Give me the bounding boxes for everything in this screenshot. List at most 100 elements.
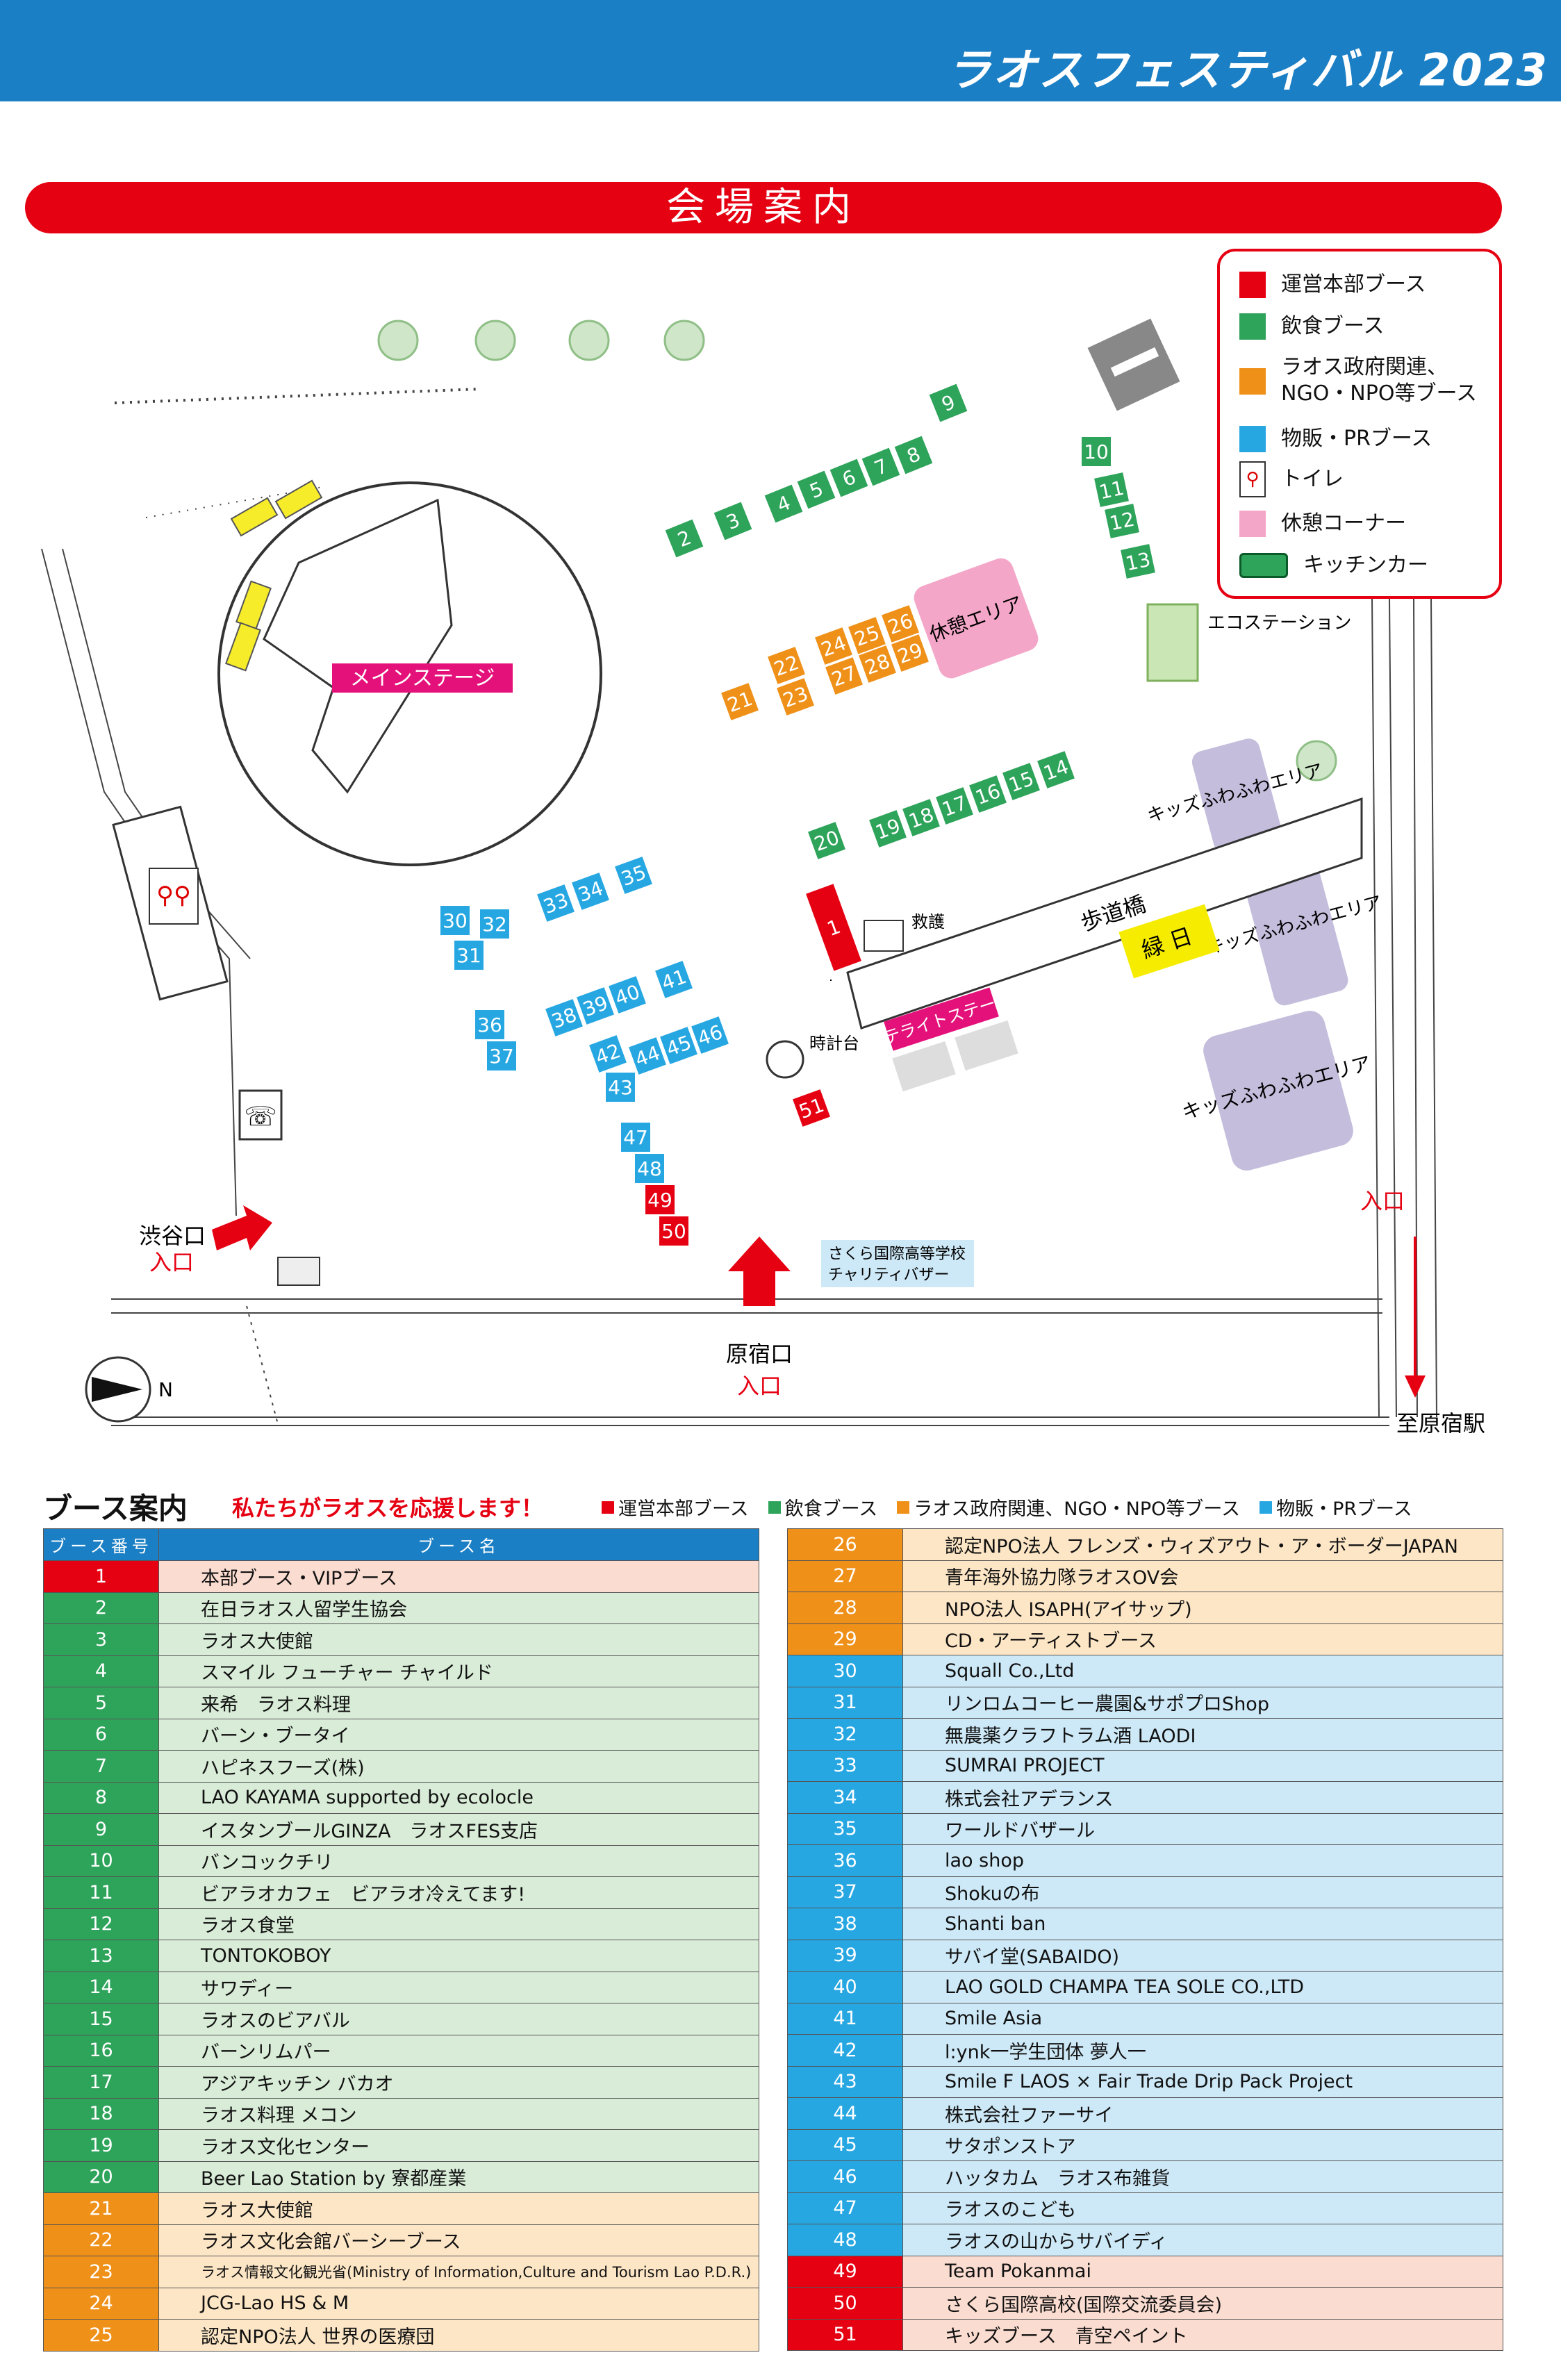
map-booth: 4 — [763, 483, 804, 524]
harajuku-gate-label: 原宿口 — [726, 1341, 793, 1367]
map-booth: 31 — [453, 939, 485, 971]
support-message: 私たちがラオスを応援します！ — [232, 1495, 544, 1521]
school-bazaar-label-1: さくら国際高等学校 — [828, 1246, 966, 1263]
map-booth: 8 — [893, 434, 934, 476]
trees — [377, 320, 1337, 782]
rest-area — [914, 558, 1039, 679]
map-booth: 14 — [1035, 749, 1077, 791]
shibuya-entrance-arrow — [212, 1205, 272, 1250]
legend-item-kitchen-car: キッチンカー — [1239, 552, 1428, 579]
booth-number: 3 — [43, 1623, 159, 1656]
booth-name: Smile F LAOS × Fair Trade Drip Pack Proj… — [902, 2065, 1503, 2098]
legend-item-sales: 物販・PRブース — [1239, 425, 1432, 453]
booth-name: 認定NPO法人 フレンズ・ウィズアウト・ア・ボーダーJAPAN — [902, 1528, 1503, 1561]
map-booth-number: 12 — [1107, 508, 1137, 536]
school-bazaar — [821, 1240, 974, 1287]
booth-name: バンコックチリ — [158, 1844, 759, 1877]
booth-name: イスタンブールGINZA ラオスFES支店 — [158, 1813, 759, 1846]
map-booth: 7 — [860, 446, 902, 488]
map-booth-number: 49 — [647, 1189, 672, 1212]
booth-number: 47 — [787, 2192, 903, 2224]
map-booth: 3 — [712, 500, 754, 542]
booth-name: ラオス食堂 — [158, 1908, 759, 1940]
booth-number: 42 — [787, 2034, 903, 2067]
booth-name: l:ynk一学生団体 夢人一 — [902, 2034, 1503, 2067]
booth-number: 31 — [787, 1686, 903, 1719]
booth-number: 8 — [43, 1781, 159, 1814]
booth-number: 7 — [43, 1750, 159, 1783]
booth-name: 青年海外協力隊ラオスOV会 — [902, 1560, 1503, 1592]
booth-number: 36 — [787, 1844, 903, 1877]
map-booth-number: 31 — [456, 944, 481, 967]
booth-name: 株式会社ファーサイ — [902, 2097, 1503, 2130]
map-booth: 49 — [644, 1184, 676, 1216]
map-booth: 9 — [927, 382, 969, 424]
station-label: 至原宿駅 — [1396, 1410, 1485, 1437]
booth-number: 1 — [43, 1560, 159, 1593]
booth-name: 本部ブース・VIPブース — [158, 1560, 759, 1593]
map-booth-number: 50 — [661, 1220, 686, 1243]
east-entrance-label: 入口 — [1360, 1188, 1405, 1214]
booth-number: 46 — [787, 2160, 903, 2193]
booth-number: 4 — [43, 1655, 159, 1687]
map-booth: 37 — [486, 1040, 518, 1072]
map-booth: 43 — [604, 1071, 636, 1103]
booth-number: 37 — [787, 1876, 903, 1908]
map-booth-number: 11 — [1097, 477, 1126, 504]
booth-number: 25 — [43, 2319, 159, 2352]
map-booth: 39 — [575, 985, 616, 1027]
harajuku-entrance-label: 入口 — [737, 1373, 782, 1399]
map-booth: 42 — [587, 1033, 629, 1075]
satellite-stage — [884, 987, 999, 1051]
booth-number: 23 — [43, 2256, 159, 2288]
booth-number: 30 — [787, 1655, 903, 1687]
booth-guide-title: ブース案内 — [43, 1491, 188, 1526]
legend-item-toilet: ⚲トイレ — [1239, 461, 1344, 497]
booth-number: 35 — [787, 1812, 903, 1845]
booth-number: 32 — [787, 1718, 903, 1751]
booth-name: 無農薬クラフトラム酒 LAODI — [902, 1718, 1503, 1751]
first-aid-label: 救護 — [911, 912, 945, 932]
booth-name: ハッタカム ラオス布雑貨 — [902, 2160, 1503, 2193]
map-booth: 45 — [658, 1025, 700, 1066]
pedestrian-bridge — [846, 797, 1363, 1030]
booth-name: Team Pokanmai — [902, 2255, 1503, 2288]
booth-name: キッズブース 青空ペイント — [902, 2318, 1503, 2351]
shibuya-entrance-label: 入口 — [149, 1249, 194, 1275]
map-booth: 15 — [1000, 761, 1042, 802]
booth-number: 19 — [43, 2129, 159, 2162]
venue-map: メインステージ 休憩エリア エコステーション キッズふわふわエリア キッズふわふ… — [41, 318, 1485, 1437]
booth-name: スマイル フューチャー チャイルド — [158, 1655, 759, 1687]
telephone-icon — [238, 1089, 283, 1141]
first-aid-icon — [864, 920, 904, 952]
booth-number: 13 — [43, 1940, 159, 1972]
harajuku-entrance-arrow — [728, 1237, 791, 1306]
booth-name: さくら国際高校(国際交流委員会) — [902, 2287, 1503, 2320]
map-booth: 22 — [766, 645, 807, 686]
booth-number: 44 — [787, 2097, 903, 2130]
legend-item-hq: 運営本部ブース — [1239, 271, 1426, 299]
map-booth: 16 — [967, 773, 1009, 815]
booth-name: ラオス料理 メコン — [158, 2097, 759, 2130]
map-booth: 47 — [620, 1121, 652, 1153]
